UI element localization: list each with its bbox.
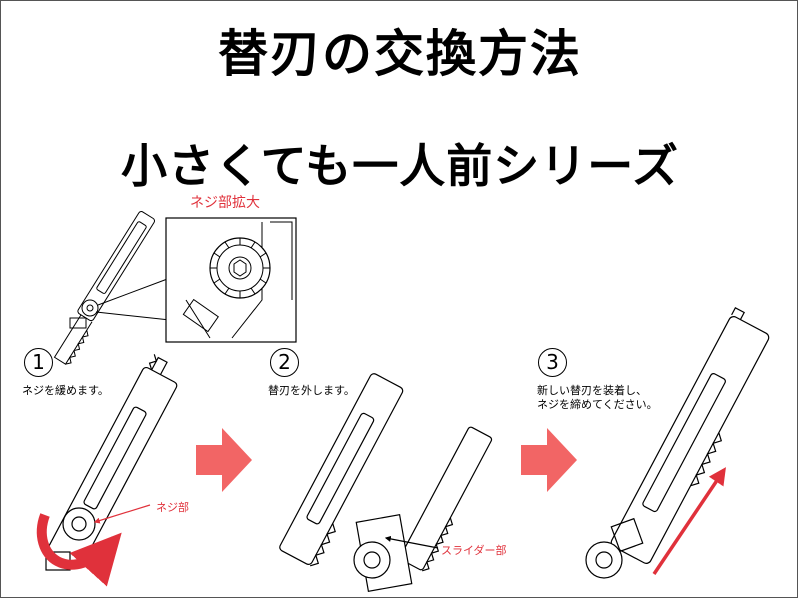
step-2-text: 替刃を外します。 [268,384,355,397]
step-1-number: 1 [24,348,53,377]
step-3-text-line2: ネジを締めてください。 [537,398,658,411]
step-2-number: 2 [270,348,299,377]
slider-callout-line [384,535,439,549]
step-3-number: 3 [538,348,567,377]
next-step-arrow-icon [521,428,577,492]
zoom-label: ネジ部拡大 [190,195,260,211]
insert-direction-arrow-icon [652,467,726,575]
step-3-text: 新しい替刃を装着し、 ネジを締めてください。 [537,384,658,412]
page-subtitle: 小さくても一人前シリーズ [120,139,680,193]
step-1-text: ネジを緩めます。 [22,384,109,397]
step-3-saw-illustration [585,307,770,579]
next-step-arrow-icon [196,428,252,492]
step-2-saw-illustration [279,373,493,592]
page-title: 替刃の交換方法 [218,25,582,83]
slider-callout: スライダー部 [441,544,507,557]
screw-callout-line [93,504,151,524]
screw-zoom-box [165,217,297,343]
step-1-saw-illustration [45,354,178,571]
step-3-text-line1: 新しい替刃を装着し、 [537,384,647,397]
rotate-arrow-icon [36,513,122,587]
overview-saw-illustration [53,211,155,365]
screw-callout: ネジ部 [156,501,189,514]
